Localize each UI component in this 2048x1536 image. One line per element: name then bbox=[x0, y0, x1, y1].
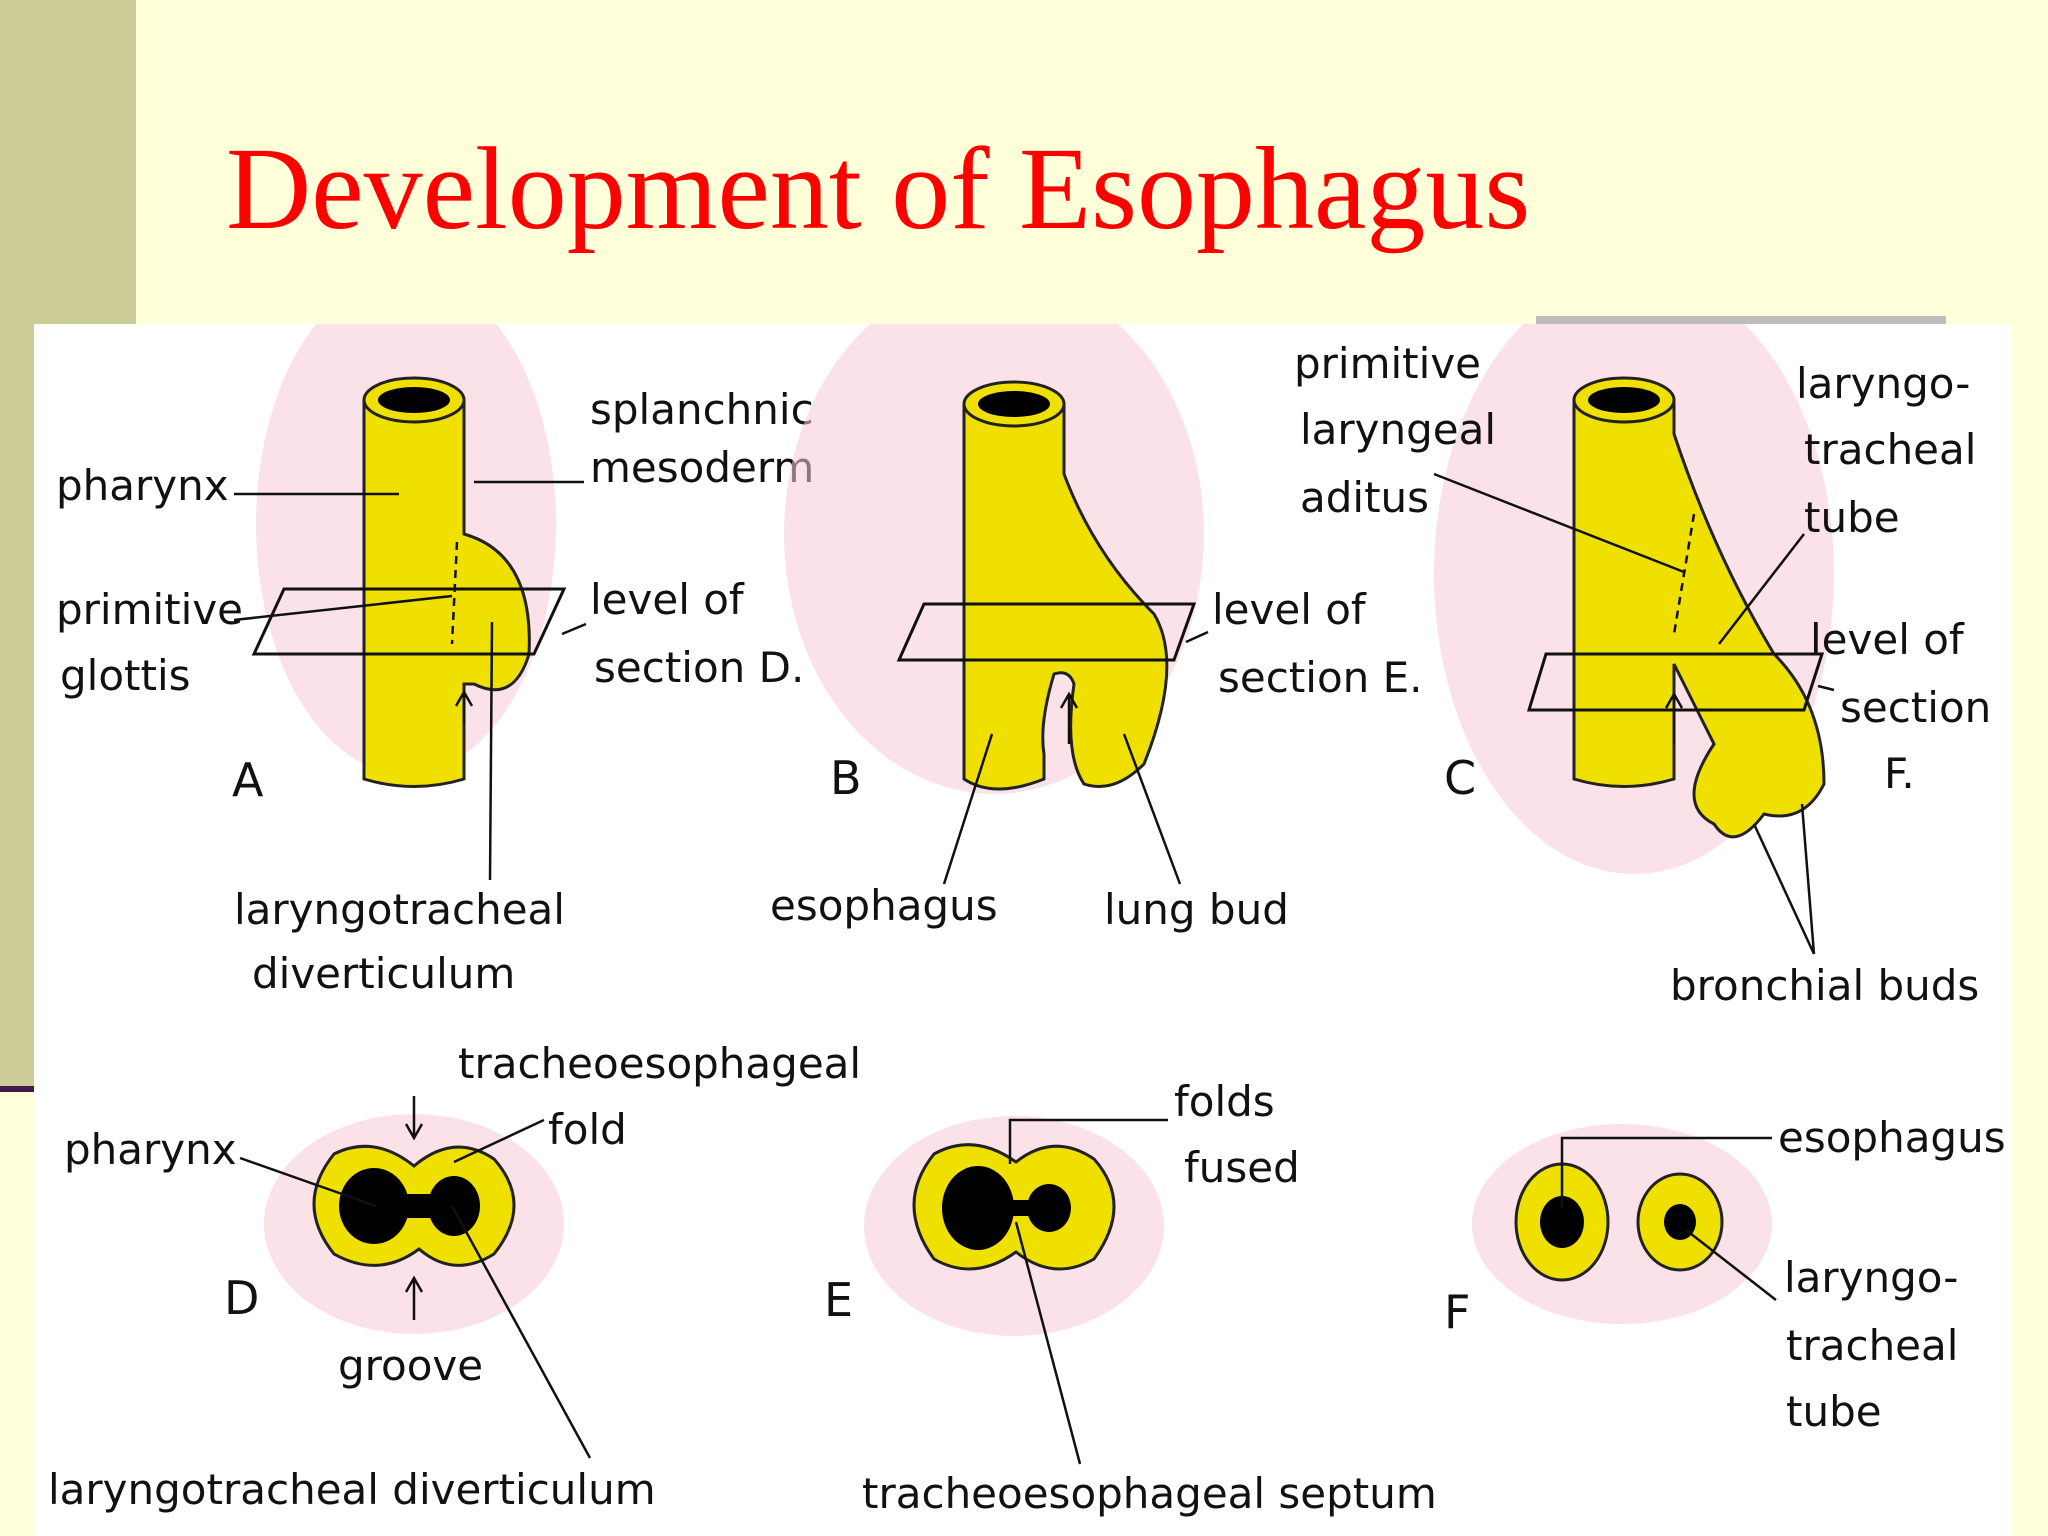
leader-d-pharynx bbox=[239, 1156, 377, 1208]
arrow-up bbox=[1664, 691, 1684, 744]
panel-letter-b: B bbox=[830, 751, 862, 805]
pharynx-lumen bbox=[1588, 387, 1660, 413]
label-d-fold-1: tracheoesophageal bbox=[458, 1039, 861, 1088]
label-groove: groove bbox=[338, 1341, 483, 1390]
leader-level-e bbox=[1185, 630, 1209, 644]
lumen-diverticulum bbox=[428, 1176, 480, 1236]
arrow-up bbox=[454, 689, 474, 724]
lumen-esophagus bbox=[942, 1166, 1014, 1250]
label-level-e-2: section E. bbox=[1218, 653, 1423, 702]
arrow-up bbox=[1059, 691, 1079, 744]
leader-level-d bbox=[561, 622, 587, 636]
label-divert-1: laryngotracheal bbox=[234, 885, 565, 934]
label-folds-1: folds bbox=[1174, 1077, 1275, 1126]
panel-letter-f: F bbox=[1444, 1285, 1470, 1339]
sidebar-divider bbox=[0, 1086, 64, 1092]
panel-letter-a: A bbox=[232, 753, 264, 807]
panel-e: folds fused E tracheoesophageal septum bbox=[824, 1077, 1437, 1518]
lumen-trachea bbox=[1027, 1184, 1071, 1232]
label-glottis-2: glottis bbox=[60, 651, 191, 700]
slide-title: Development of Esophagus bbox=[226, 123, 1531, 254]
label-level-d-2: section D. bbox=[594, 643, 804, 692]
label-d-divert: laryngotracheal diverticulum bbox=[48, 1465, 656, 1514]
leader-lung-bud bbox=[1122, 733, 1182, 885]
pharynx-lumen bbox=[978, 391, 1050, 417]
leader-esophagus bbox=[942, 733, 994, 885]
leader-bronchial bbox=[1752, 803, 1816, 955]
label-level-d-1: level of bbox=[590, 575, 745, 624]
label-lung-bud: lung bud bbox=[1104, 885, 1289, 934]
leader-d-divert bbox=[450, 1205, 592, 1459]
leader-f-esophagus bbox=[1560, 1136, 1772, 1208]
panel-f: esophagus F laryngo- tracheal tube bbox=[1444, 1113, 2006, 1436]
label-bronchial-buds: bronchial buds bbox=[1670, 961, 1979, 1010]
leader-f-tube bbox=[1685, 1229, 1777, 1301]
label-c-tube-1: laryngo- bbox=[1796, 359, 1970, 408]
leader-folds bbox=[1008, 1118, 1168, 1164]
label-folds-2: fused bbox=[1184, 1143, 1300, 1192]
figure-canvas: pharynx splanchnic mesoderm primitive gl… bbox=[48, 324, 2006, 1518]
label-c-tube-3: tube bbox=[1804, 493, 1900, 542]
label-f-tube-2: tracheal bbox=[1786, 1321, 1958, 1370]
panel-letter-d: D bbox=[224, 1271, 259, 1325]
label-divert-2: diverticulum bbox=[252, 949, 515, 998]
esophagus-lumen bbox=[1540, 1196, 1584, 1248]
label-f-tube-3: tube bbox=[1786, 1387, 1882, 1436]
panel-letter-c: C bbox=[1444, 751, 1476, 805]
label-f-tube-1: laryngo- bbox=[1784, 1253, 1958, 1302]
lumen-narrowing bbox=[1009, 1200, 1029, 1216]
decorative-rule bbox=[1536, 316, 1946, 324]
leader-divert bbox=[488, 621, 494, 881]
label-level-f-2: section bbox=[1840, 683, 1991, 732]
section-plane-f bbox=[1526, 652, 1825, 712]
section-plane-e bbox=[896, 602, 1197, 662]
label-splanchnic-1: splanchnic bbox=[590, 385, 814, 434]
label-aditus-2: laryngeal bbox=[1300, 405, 1496, 454]
label-f-esophagus: esophagus bbox=[1778, 1113, 2006, 1162]
label-aditus-1: primitive bbox=[1294, 339, 1481, 388]
leader-aditus bbox=[1433, 472, 1685, 574]
primitive-glottis-outline bbox=[450, 541, 459, 645]
panel-b: level of section E. B esophagus lung bud bbox=[770, 324, 1423, 934]
label-level-f-1: level of bbox=[1810, 615, 1965, 664]
panel-d: tracheoesophageal fold pharynx D groove … bbox=[48, 1039, 861, 1514]
label-glottis-1: primitive bbox=[56, 585, 243, 634]
foregut-tube bbox=[362, 398, 531, 788]
label-septum: tracheoesophageal septum bbox=[862, 1469, 1437, 1518]
section-plane-d bbox=[251, 587, 567, 656]
embryology-figure: pharynx splanchnic mesoderm primitive gl… bbox=[34, 324, 2012, 1536]
leader-septum bbox=[1014, 1221, 1082, 1465]
label-d-fold-2: fold bbox=[548, 1105, 627, 1154]
leader-glottis bbox=[233, 594, 453, 622]
label-level-e-1: level of bbox=[1212, 585, 1367, 634]
arrow-up bbox=[404, 1275, 424, 1320]
leader-level-f bbox=[1817, 684, 1835, 692]
pharynx-lumen bbox=[378, 387, 450, 413]
label-c-tube-2: tracheal bbox=[1804, 425, 1976, 474]
lumen-connection bbox=[394, 1194, 434, 1218]
label-esophagus: esophagus bbox=[770, 881, 998, 930]
arrow-down bbox=[404, 1096, 424, 1141]
panel-c: primitive laryngeal aditus laryngo- trac… bbox=[1294, 324, 1991, 1010]
leader-c-tube bbox=[1718, 533, 1805, 645]
aditus-outline bbox=[1672, 513, 1696, 635]
label-aditus-3: aditus bbox=[1300, 473, 1429, 522]
label-level-f-3: F. bbox=[1884, 749, 1915, 798]
panel-a: pharynx splanchnic mesoderm primitive gl… bbox=[56, 324, 814, 998]
leader-d-fold bbox=[453, 1118, 545, 1164]
label-d-pharynx: pharynx bbox=[64, 1125, 237, 1174]
label-splanchnic-2: mesoderm bbox=[590, 443, 814, 492]
label-pharynx: pharynx bbox=[56, 461, 229, 510]
foregut-tube bbox=[962, 402, 1169, 791]
panel-letter-e: E bbox=[824, 1273, 853, 1327]
